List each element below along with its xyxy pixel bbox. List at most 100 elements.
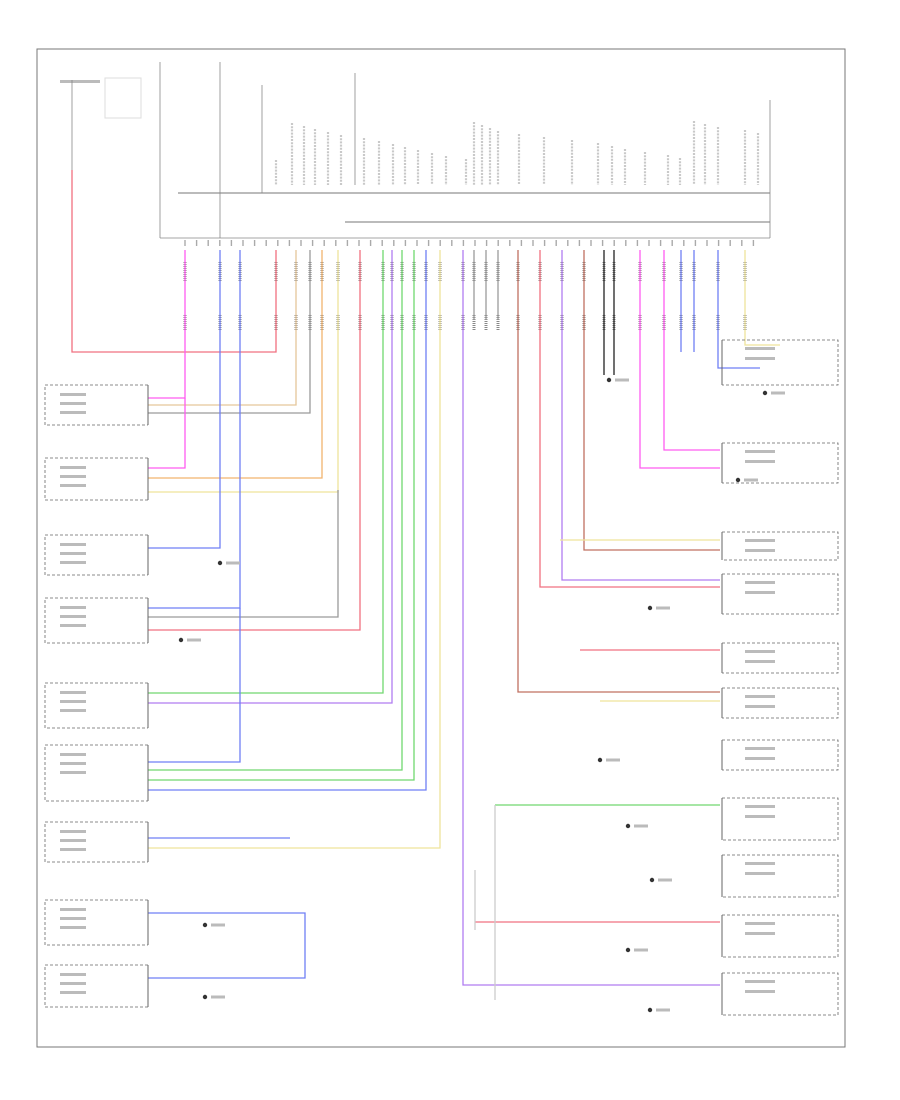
pin-label <box>745 805 775 808</box>
module-header <box>159 62 771 239</box>
wire-gray <box>148 250 311 414</box>
right-component <box>721 573 839 615</box>
wire-violet-2 <box>561 250 720 581</box>
wire-green-2 <box>148 250 403 771</box>
right-component <box>721 442 839 484</box>
component-outline <box>44 899 148 946</box>
ground-icon <box>606 377 629 383</box>
pin-label <box>60 606 86 609</box>
ground-label <box>606 758 620 762</box>
ground-icon <box>625 823 648 829</box>
pin-label <box>60 402 86 405</box>
ground-label <box>226 561 240 565</box>
pin-label <box>745 990 775 993</box>
pin-label <box>60 552 86 555</box>
wire-yellow-2 <box>148 250 441 849</box>
ground-icon <box>647 1007 670 1013</box>
ground-dot <box>202 922 208 928</box>
pin-label <box>745 695 775 698</box>
pin-label <box>60 991 86 994</box>
right-component <box>721 687 839 719</box>
right-component <box>721 797 839 841</box>
component-outline <box>722 339 839 386</box>
pin-label <box>60 691 86 694</box>
wire-gray-2 <box>148 490 339 618</box>
left-component <box>44 744 149 802</box>
left-component <box>44 534 149 576</box>
pin-label <box>745 650 775 653</box>
pin-label <box>745 539 775 542</box>
pin-label <box>745 922 775 925</box>
pin-label <box>60 543 86 546</box>
wire-blue-2 <box>148 250 241 609</box>
pin-label <box>60 700 86 703</box>
component-outline <box>722 797 839 841</box>
ground-dot <box>649 877 655 883</box>
left-component <box>44 597 149 644</box>
wire-orange <box>148 250 323 479</box>
right-component <box>721 339 839 386</box>
ground-dot <box>735 477 741 483</box>
component-outline <box>722 442 839 484</box>
pin-label <box>60 926 86 929</box>
component-outline <box>722 972 839 1016</box>
wire-brown <box>517 250 720 693</box>
pin-label <box>745 660 775 663</box>
wire-pink-rear-left <box>148 398 186 469</box>
right-component <box>721 739 839 771</box>
ground-dot <box>178 637 184 643</box>
pin-label <box>745 591 775 594</box>
ground-label <box>211 995 225 999</box>
left-component <box>44 457 149 501</box>
ground-label <box>658 878 672 882</box>
pin-label <box>60 762 86 765</box>
ground-label <box>211 923 225 927</box>
component-outline <box>722 573 839 615</box>
wire-blue-r3 <box>717 250 760 369</box>
wire-pink-rear-right <box>148 250 186 399</box>
ground-label <box>187 638 201 642</box>
wire-blue-3 <box>148 608 241 763</box>
pin-number-row <box>183 240 755 330</box>
fuse-block <box>60 77 142 170</box>
pin-label <box>745 347 775 350</box>
pin-label <box>745 450 775 453</box>
pin-label <box>745 757 775 760</box>
right-component <box>721 914 839 958</box>
pin-label <box>60 411 86 414</box>
pin-label <box>60 839 86 842</box>
pin-label <box>745 549 775 552</box>
component-outline <box>44 964 148 1008</box>
ground-icon <box>735 477 758 483</box>
ground-dot <box>625 823 631 829</box>
pin-label <box>60 917 86 920</box>
pin-label <box>60 753 86 756</box>
pin-label <box>60 466 86 469</box>
component-outline <box>722 739 839 771</box>
right-component <box>721 642 839 674</box>
wire-brown-2 <box>583 250 720 551</box>
right-component-group <box>178 339 839 1016</box>
wire-red-2 <box>148 250 361 631</box>
component-outline <box>722 914 839 958</box>
component-outline <box>44 384 148 426</box>
pin-label <box>745 581 775 584</box>
ground-label <box>656 606 670 610</box>
wire-tan <box>148 250 297 406</box>
pin-label <box>60 615 86 618</box>
fuse-desc <box>104 77 142 119</box>
component-outline <box>722 854 839 898</box>
wire-green <box>148 250 384 694</box>
ground-dot <box>647 1007 653 1013</box>
pin-label <box>60 561 86 564</box>
wire-group <box>71 170 780 1000</box>
ground-dot <box>606 377 612 383</box>
pin-label <box>745 747 775 750</box>
wire-pink-2 <box>663 250 720 451</box>
ground-label <box>656 1008 670 1012</box>
wire-violet <box>148 250 393 704</box>
pin-label <box>60 908 86 911</box>
left-component-group <box>44 77 149 1008</box>
wire-red-3 <box>539 250 720 588</box>
ground-dot <box>202 994 208 1000</box>
